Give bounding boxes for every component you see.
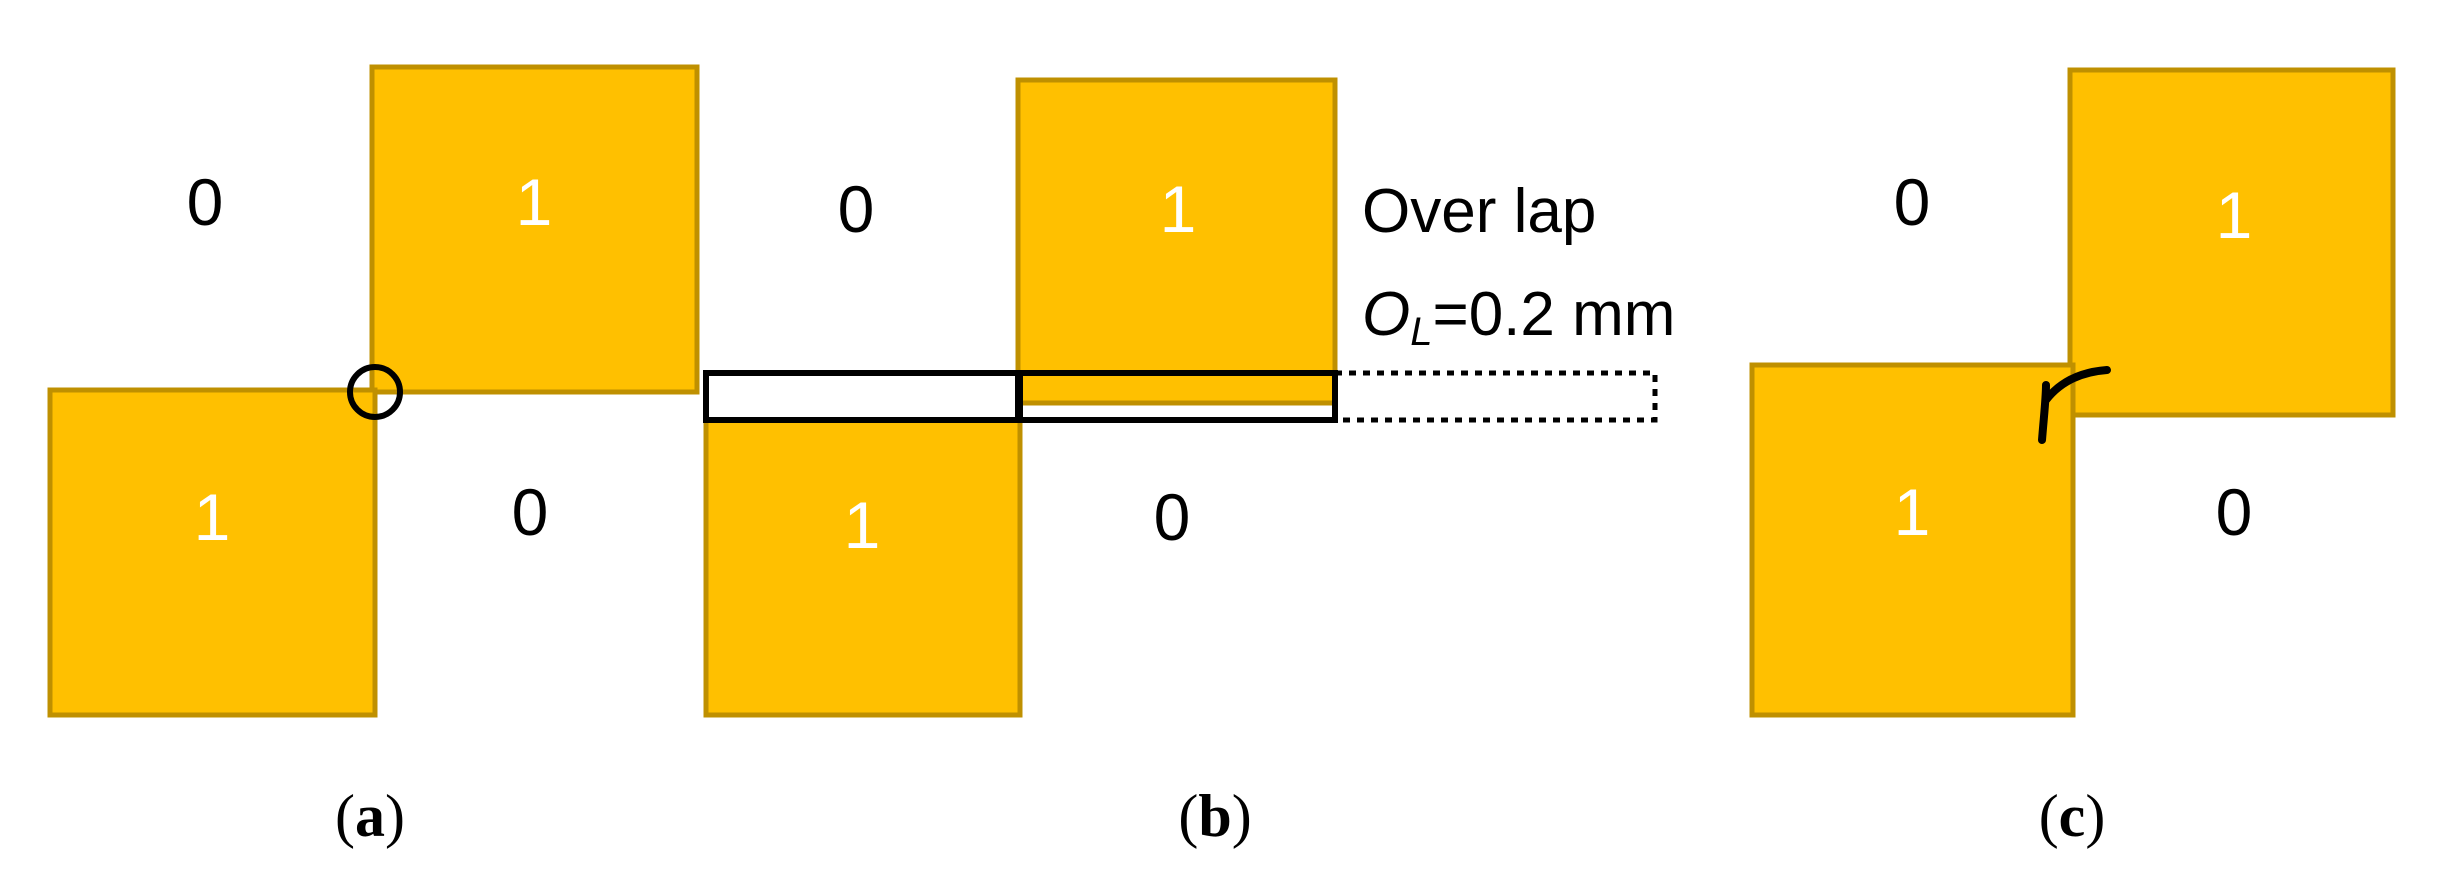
panel-b-overlap-title: Over lap [1362,177,1596,246]
panel-a: 0 1 1 0 (a) [47,64,700,849]
panel-c: 0 1 1 0 (c) [1749,67,2396,849]
panel-b-label-top-left: 0 [838,172,875,246]
panel-c-label-top-right: 1 [2216,178,2253,252]
panel-a-label-top-right: 1 [516,165,553,239]
panel-a-caption: (a) [335,783,405,849]
panel-b-label-top-right: 1 [1160,172,1197,246]
panel-b-square-top-right [1015,77,1338,406]
panel-c-caption: (c) [2039,783,2106,849]
panel-c-label-top-left: 0 [1894,165,1931,239]
panel-b-overlap-band-right [1015,370,1338,423]
panel-a-square-top-right [369,64,700,395]
panel-b-label-bottom-left: 1 [844,488,881,562]
panel-c-square-bottom-left [1749,362,2076,718]
panel-c-overlap-mark [2038,366,2111,444]
panel-b-overlap-dotted-extension [1335,370,1658,423]
panel-b: 0 1 1 0 Over lap OL=0.2 mm (b) [703,77,1675,849]
panel-a-square-bottom-left [47,387,378,718]
panel-b-label-bottom-right: 0 [1154,480,1191,554]
panel-c-square-top-right [2067,67,2396,418]
panel-a-label-bottom-right: 0 [512,475,549,549]
panel-c-label-bottom-left: 1 [1894,475,1931,549]
panel-b-overlap-value: OL=0.2 mm [1362,280,1675,354]
panel-b-caption: (b) [1178,783,1251,849]
panel-b-square-bottom-left [703,387,1023,718]
panel-b-overlap-band-left [703,370,1023,423]
panel-c-label-bottom-right: 0 [2216,475,2253,549]
panel-a-corner-circle [347,364,403,420]
panel-a-label-bottom-left: 1 [194,480,231,554]
panel-a-label-top-left: 0 [187,165,224,239]
